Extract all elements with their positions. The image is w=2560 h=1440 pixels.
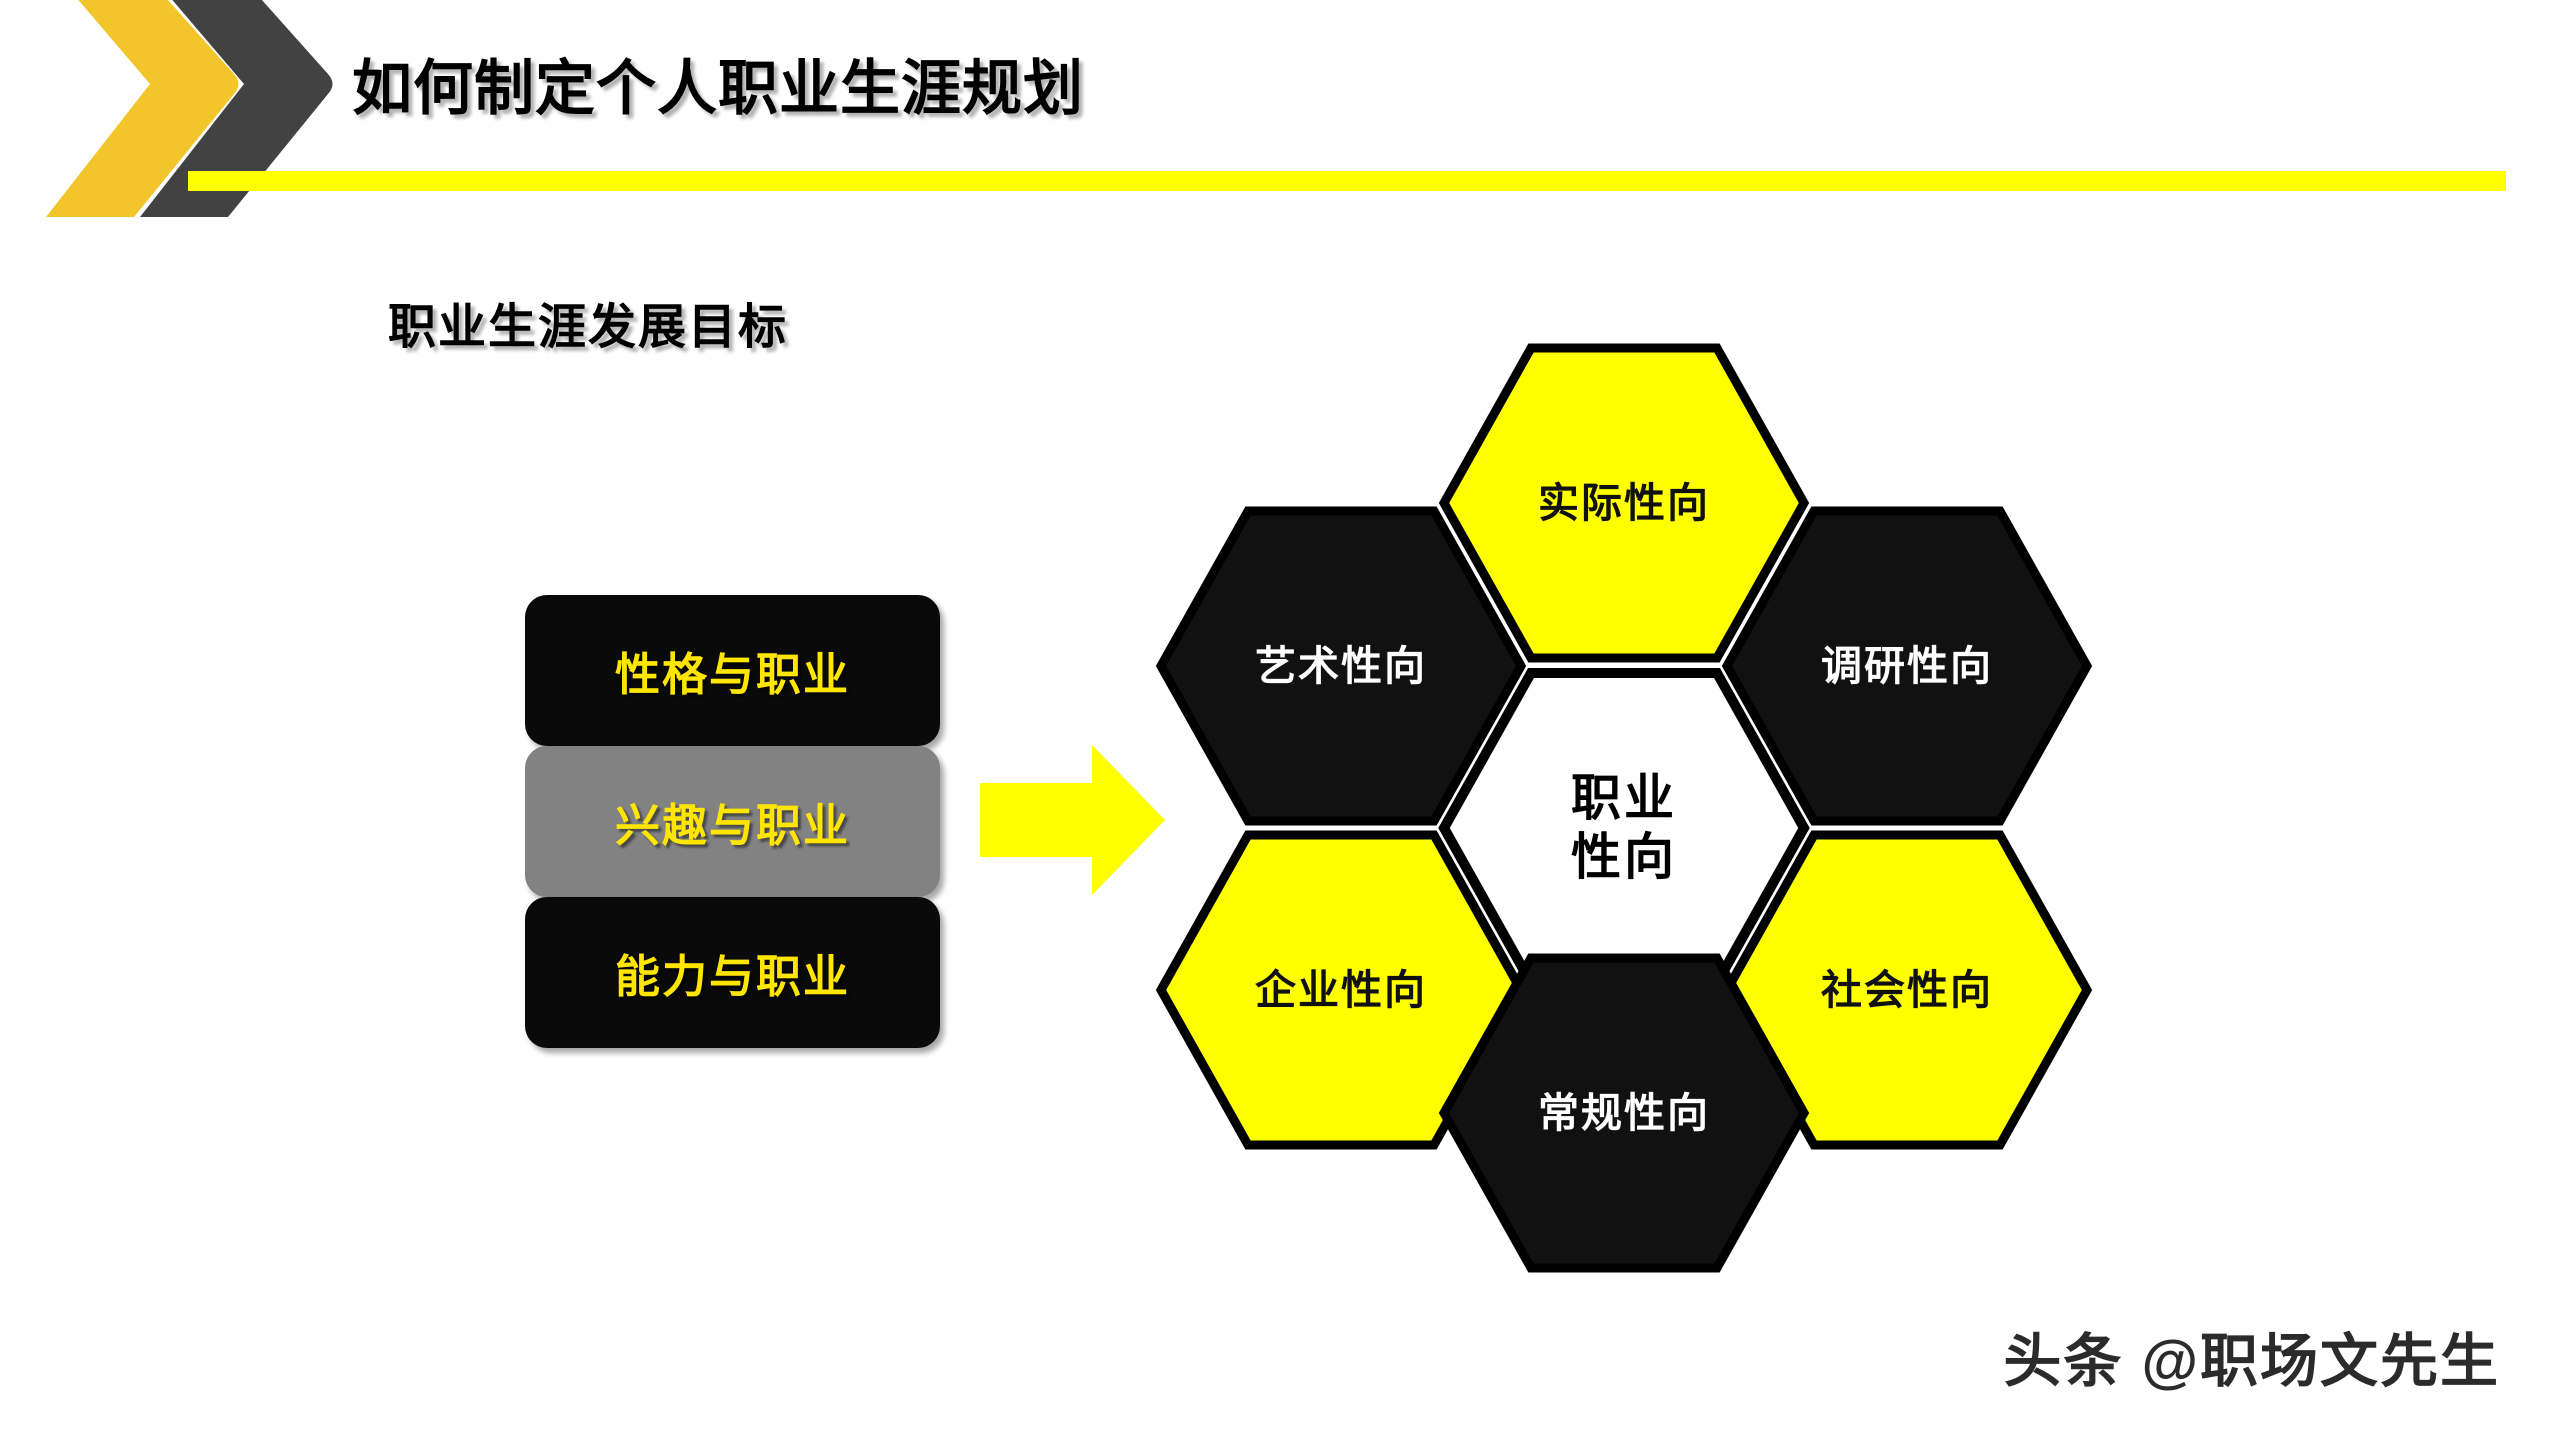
watermark-text: 头条 @职场文先生 [2003, 1329, 2500, 1394]
section-subtitle: 职业生涯发展目标 [388, 301, 789, 354]
page-title: 如何制定个人职业生涯规划 [352, 55, 1084, 122]
option-label: 兴趣与职业 [614, 800, 850, 851]
title-underline-bar [188, 171, 2506, 191]
chevron-right-gold-icon [38, 0, 268, 217]
hex-cell-conventional[interactable]: 常规性向 [1438, 952, 1810, 1274]
option-label: 性格与职业 [614, 649, 850, 700]
option-stack: 性格与职业 兴趣与职业 能力与职业 [525, 595, 940, 1048]
option-label: 能力与职业 [614, 951, 850, 1002]
hexagon-cluster: 实际性向 艺术性向 调研性向 职业 性向 企业性向 [1130, 330, 2120, 1290]
option-box-ability[interactable]: 能力与职业 [525, 897, 940, 1048]
option-box-personality[interactable]: 性格与职业 [525, 595, 940, 746]
chevron-right-dark-icon [132, 0, 362, 217]
option-box-interest[interactable]: 兴趣与职业 [525, 746, 940, 897]
arrow-right-icon [980, 745, 1165, 895]
